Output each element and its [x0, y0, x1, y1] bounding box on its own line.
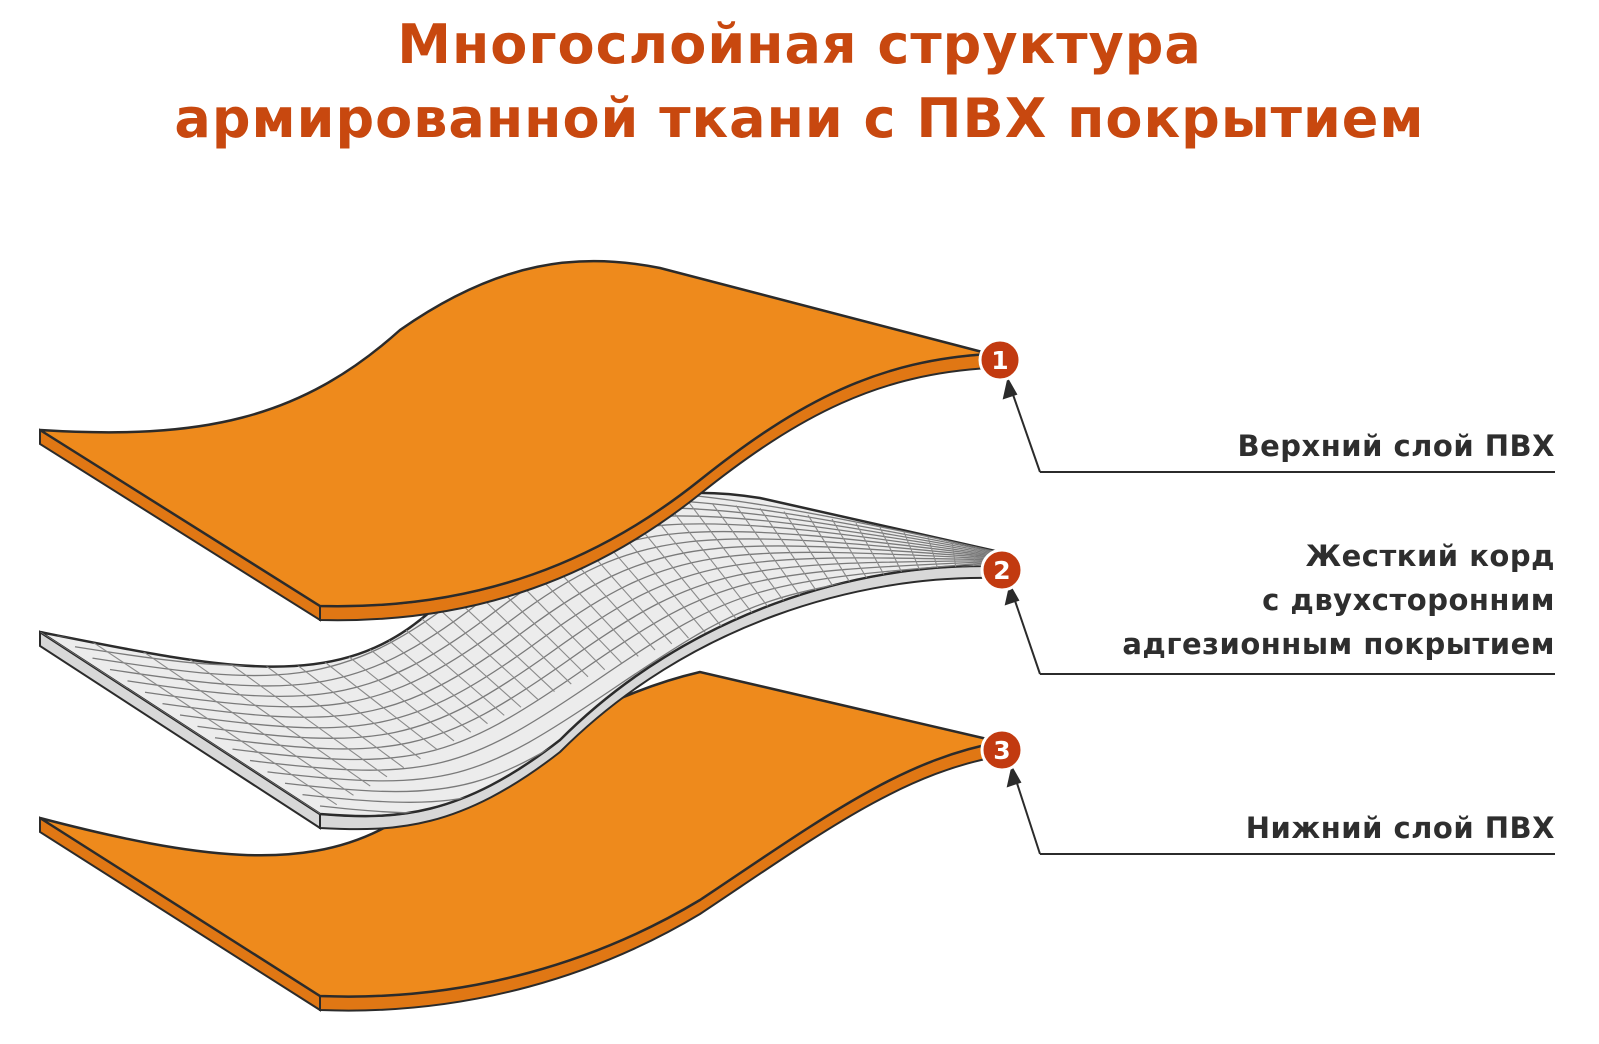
label-top-pvc: Верхний слой ПВХ — [1237, 424, 1555, 468]
cord-mesh-line — [162, 545, 996, 718]
marker-2-number: 2 — [993, 556, 1010, 585]
title-line-1: Многослойная структура — [397, 13, 1202, 76]
cord-mesh-line — [735, 505, 807, 605]
label-bottom-pvc: Нижний слой ПВХ — [1246, 806, 1555, 850]
cord-mesh-line — [197, 557, 995, 740]
leader-2 — [1004, 583, 1555, 675]
label-cord: Жесткий корд с двухсторонним адгезионным… — [1122, 534, 1555, 666]
marker-1: 1 — [978, 338, 1022, 382]
diagram-title: Многослойная структура армированной ткан… — [0, 8, 1599, 156]
cord-mesh-line — [63, 622, 338, 806]
marker-3: 3 — [980, 728, 1024, 772]
leader-3 — [1006, 765, 1555, 855]
cord-mesh-line — [759, 508, 823, 601]
cord-mesh-line — [972, 546, 977, 570]
cord-mesh-line — [127, 530, 997, 698]
cord-mesh-line — [249, 561, 993, 771]
cord-mesh-line — [179, 551, 996, 729]
marker-2: 2 — [980, 548, 1024, 592]
marker-3-number: 3 — [993, 736, 1010, 765]
label-cord-line-3: адгезионным покрытием — [1122, 627, 1555, 661]
cord-mesh-line — [663, 499, 756, 618]
leader-1 — [1002, 377, 1555, 473]
bottom-pvc-layer — [39, 670, 1001, 1012]
title-line-2: армированной ткани с ПВХ покрытием — [174, 87, 1425, 150]
label-top-pvc-line-1: Верхний слой ПВХ — [1237, 429, 1555, 463]
cord-mesh-line — [687, 500, 773, 613]
label-cord-line-2: с двухсторонним — [1262, 583, 1555, 617]
cord-mesh-line — [711, 502, 790, 609]
cord-mesh-line — [232, 560, 994, 761]
cord-mesh-line — [807, 514, 857, 593]
label-cord-line-1: Жесткий корд — [1305, 539, 1555, 573]
cord-mesh-line — [831, 518, 874, 589]
label-bottom-pvc-line-1: Нижний слой ПВХ — [1245, 811, 1555, 845]
cord-mesh-line — [144, 538, 997, 708]
marker-1-number: 1 — [991, 346, 1008, 375]
cord-mesh-line — [783, 511, 840, 597]
